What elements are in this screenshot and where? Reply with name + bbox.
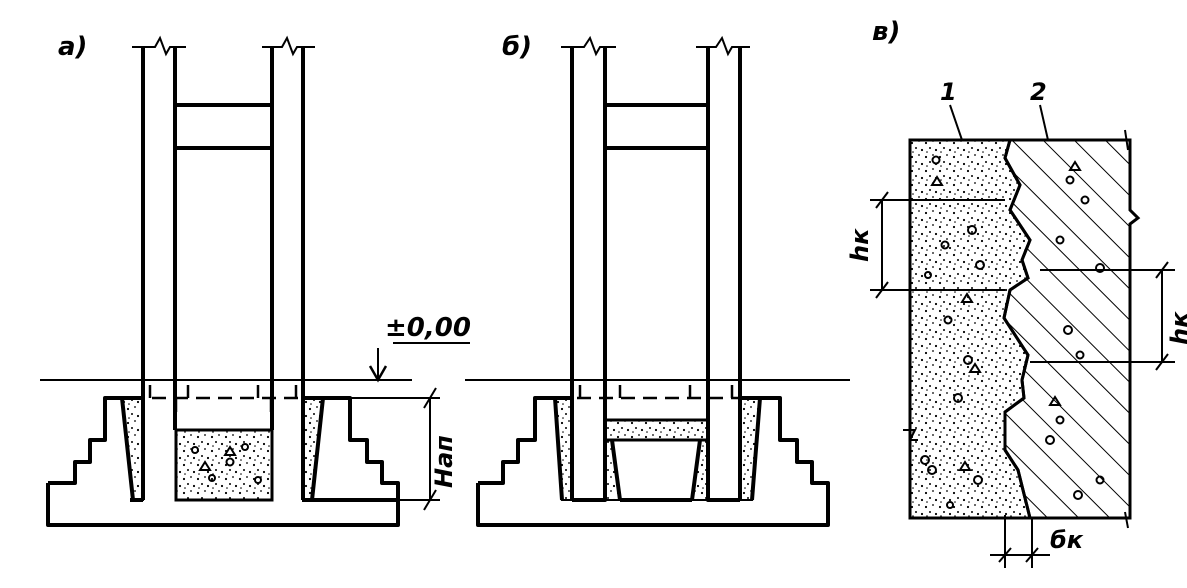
panel-b-label: б) [502,32,532,62]
panel-b: б) [465,32,850,527]
foundation-b [476,396,830,527]
callout-2: 2 [1030,78,1047,106]
key-height-right: hк [1166,311,1187,345]
callout-1: 1 [940,78,957,106]
column-frame-a [132,35,315,500]
panel-c-label: в) [872,17,900,47]
key-height-left: hк [846,228,874,262]
foundation-a [46,396,400,527]
key-depth: бк [1050,526,1084,554]
panel-a-label: а) [58,32,87,62]
aggregate-marks [920,155,1105,509]
level-mark: ±0,00 [385,313,471,343]
concrete-fill-a [174,428,274,502]
panel-a: а) Нап ±0, [40,32,471,527]
depth-label: Нап [430,435,458,488]
panel-c: в) 1 2 hк hк [846,17,1187,568]
